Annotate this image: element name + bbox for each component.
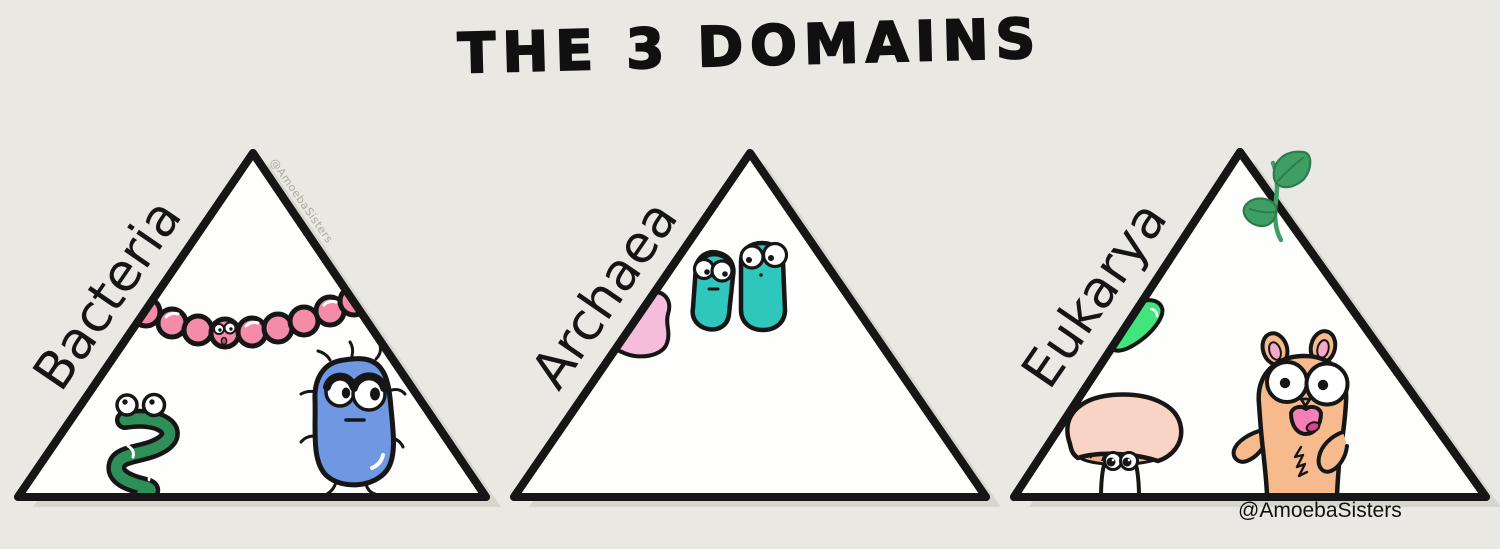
archaean-pair-icon — [690, 240, 789, 333]
plant-sprout-icon — [1242, 150, 1312, 243]
bacteria-triangle — [14, 149, 501, 507]
eukarya-triangle — [1010, 148, 1500, 507]
coccus-face — [213, 321, 237, 346]
mushroom-icon — [1065, 392, 1184, 497]
credit-text: @AmoebaSisters — [1238, 499, 1402, 522]
cocci-chain-icon — [129, 284, 371, 350]
spirillum-icon — [106, 392, 180, 497]
bacillus-icon — [299, 340, 407, 496]
archaea-triangle — [510, 149, 1001, 507]
hamster-icon — [1231, 329, 1350, 497]
